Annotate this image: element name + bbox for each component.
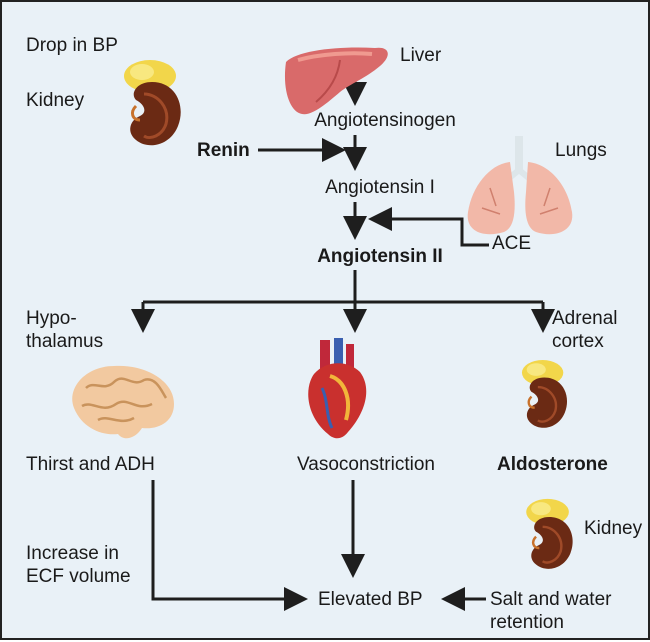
kidney-label: Kidney: [26, 89, 84, 113]
renin-label: Renin: [197, 139, 250, 163]
salt-water-label-line2: retention: [490, 611, 564, 635]
ace-label: ACE: [492, 232, 531, 256]
hypothalamus-label-line1: Hypo-: [26, 307, 77, 331]
increase-ecf-label-line1: Increase in: [26, 542, 119, 566]
angiotensin-i-label: Angiotensin I: [325, 176, 435, 200]
increase-ecf-label-line2: ECF volume: [26, 565, 131, 589]
kidney-icon-2: [518, 488, 582, 582]
lungs-label: Lungs: [555, 139, 607, 163]
elevated-bp-label: Elevated BP: [318, 588, 423, 612]
adrenal-kidney-icon: [514, 346, 576, 444]
kidney-icon: [114, 54, 192, 154]
vasoconstriction-label: Vasoconstriction: [297, 453, 435, 477]
liver-label: Liver: [400, 44, 441, 68]
adrenal-label-line1: Adrenal: [552, 307, 618, 331]
angiotensin-ii-label: Angiotensin II: [317, 245, 443, 269]
angiotensinogen-label: Angiotensinogen: [314, 109, 456, 133]
liver-icon: [280, 40, 395, 120]
adrenal-label-line2: cortex: [552, 330, 604, 354]
thirst-adh-label: Thirst and ADH: [26, 453, 155, 477]
arrow-thirst-to-elevated-bp: [153, 480, 302, 599]
aldosterone-label: Aldosterone: [497, 453, 608, 477]
brain-icon: [62, 358, 182, 446]
drop-bp-label: Drop in BP: [26, 34, 118, 58]
salt-water-label-line1: Salt and water: [490, 588, 611, 612]
hypothalamus-label-line2: thalamus: [26, 330, 103, 354]
heart-icon: [300, 336, 375, 444]
kidney-label-2: Kidney: [584, 517, 642, 541]
